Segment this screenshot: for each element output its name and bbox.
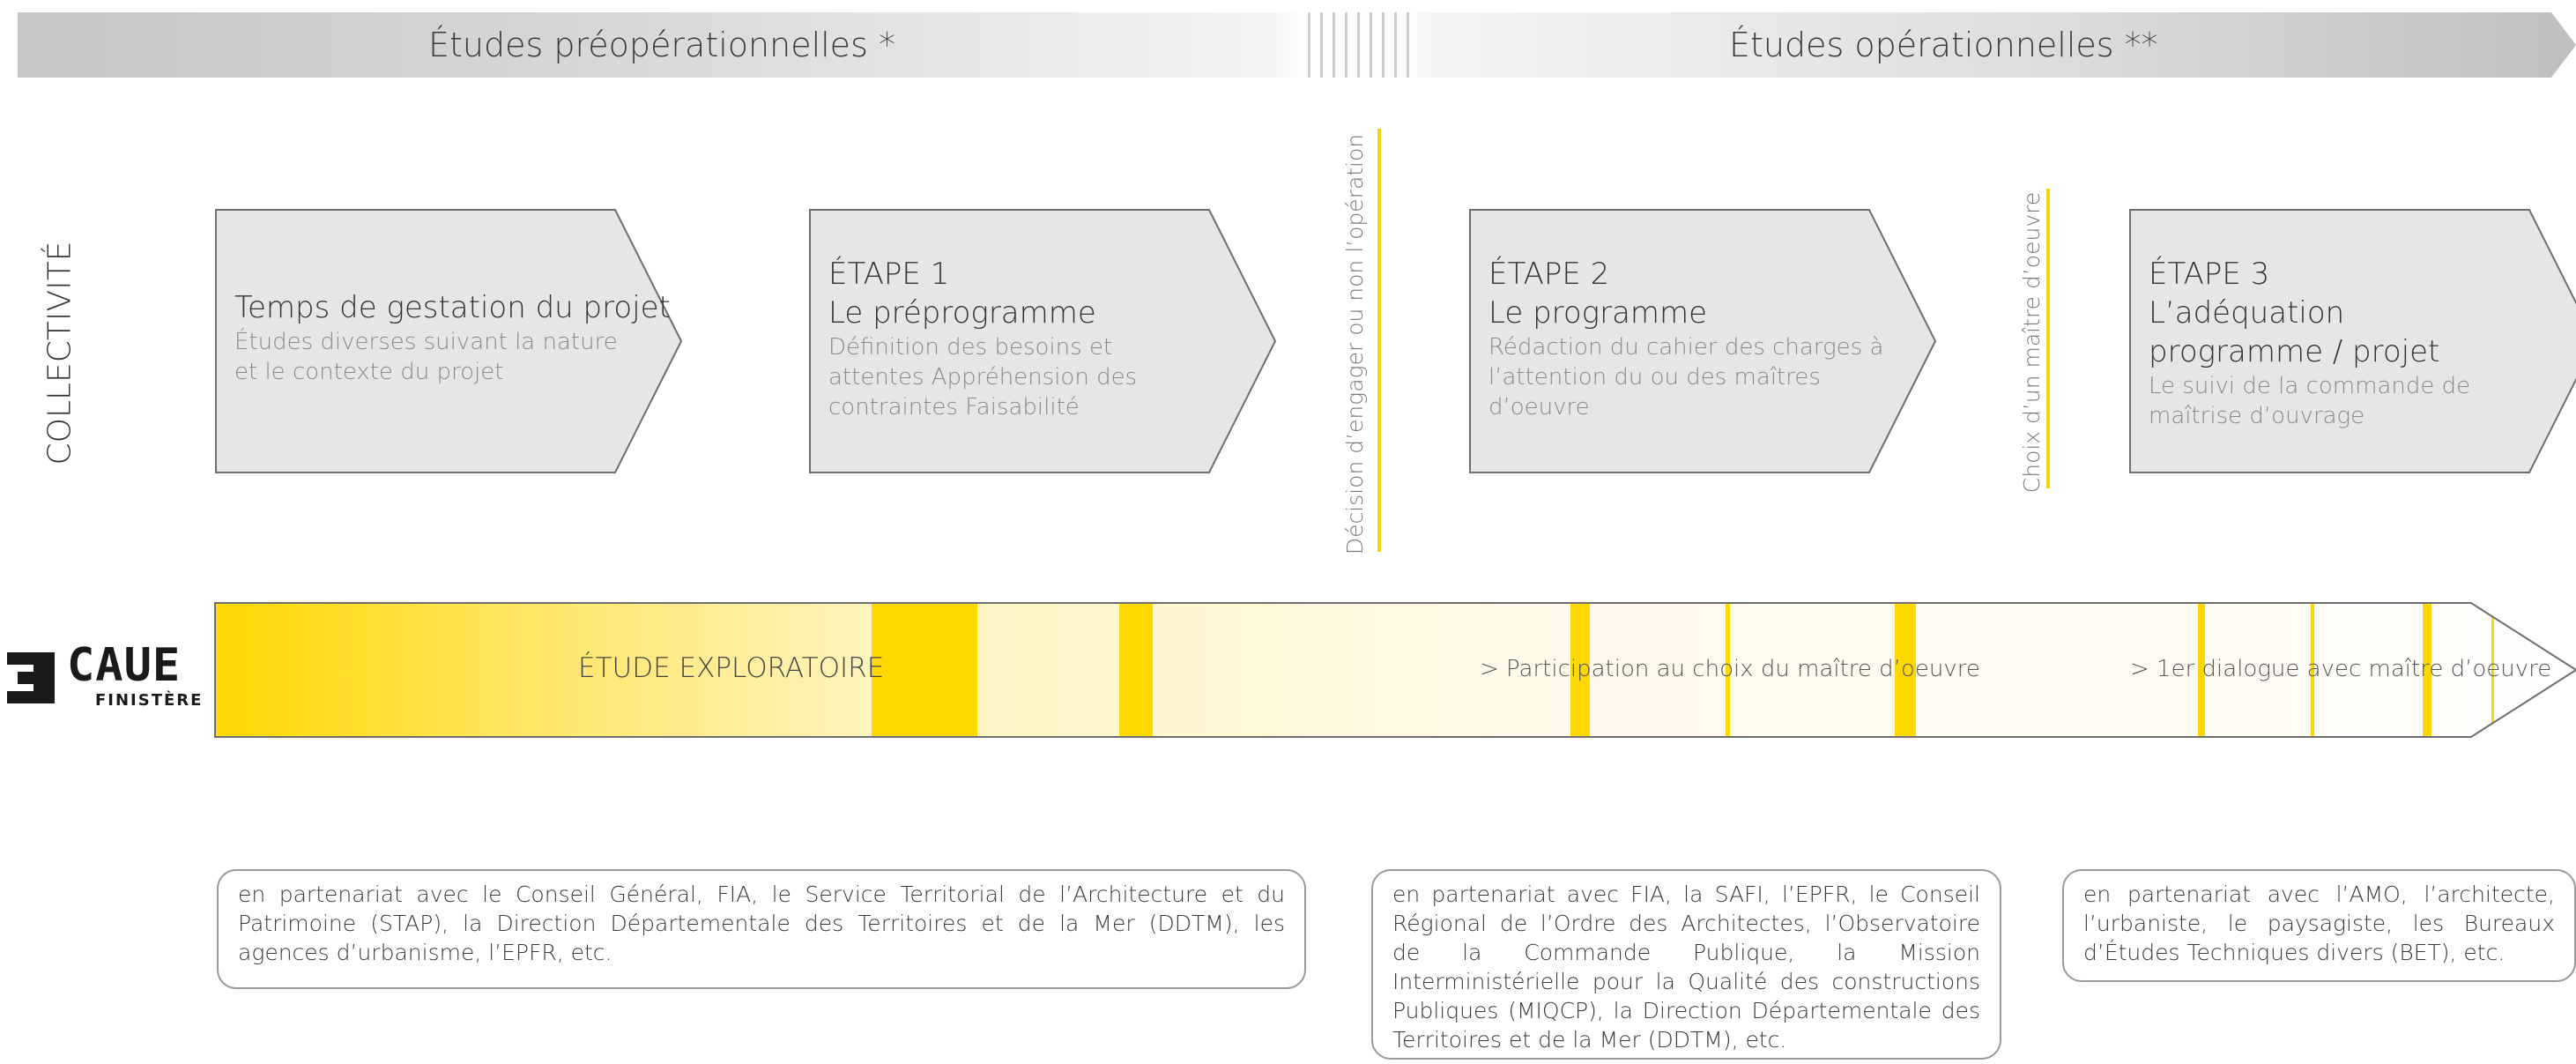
decision-line-engager bbox=[1377, 129, 1381, 552]
step-subheading: Le programme bbox=[1488, 295, 1708, 331]
band-marker bbox=[1726, 603, 1730, 737]
progress-band-shape bbox=[214, 602, 2576, 738]
step-description: Définition des besoins et attentes Appré… bbox=[828, 334, 1138, 420]
step-arrow-shape bbox=[2129, 209, 2576, 473]
step-heading: ÉTAPE 3 bbox=[2149, 257, 2270, 292]
band-marker bbox=[2423, 603, 2431, 737]
caue-emblem-icon bbox=[7, 652, 55, 703]
step-box-gestation: Temps de gestation du projet Études dive… bbox=[215, 209, 683, 473]
step-description: Rédaction du cahier des charges à l’atte… bbox=[1488, 334, 1884, 420]
step-subheading: Le préprogramme bbox=[828, 295, 1096, 331]
band-label-dialogue: > 1er dialogue avec maître d’oeuvre bbox=[2130, 656, 2552, 682]
decision-line-maitre bbox=[2046, 189, 2050, 488]
decision-label-text: Décision d’engager ou non l’opération bbox=[1342, 133, 1369, 554]
step-box-etape-2: ÉTAPE 2 Le programme Rédaction du cahier… bbox=[1469, 209, 1937, 473]
partner-box-preoperational: en partenariat avec le Conseil Général, … bbox=[217, 869, 1306, 989]
step-heading: ÉTAPE 2 bbox=[1488, 257, 1610, 292]
step-arrow-shape bbox=[215, 209, 683, 473]
step-text: ÉTAPE 1 Le préprogramme Définition des b… bbox=[828, 255, 1241, 422]
step-text: ÉTAPE 2 Le programme Rédaction du cahier… bbox=[1488, 255, 1901, 422]
band-marker bbox=[2198, 603, 2205, 737]
step-text: Temps de gestation du projet Études dive… bbox=[234, 288, 671, 387]
step-description: Études diverses suivant la nature et le … bbox=[234, 329, 618, 385]
step-subheading: programme / projet bbox=[2149, 334, 2440, 369]
decision-label-maitre: Choix d’un maître d’oeuvre bbox=[1999, 185, 2066, 499]
band-marker bbox=[1570, 603, 1590, 737]
step-description: Le suivi de la commande de maîtrise d’ou… bbox=[2149, 373, 2471, 429]
band-label-exploratoire: ÉTUDE EXPLORATOIRE bbox=[578, 652, 885, 684]
header-bar bbox=[18, 12, 2576, 78]
row-label-text: COLLECTIVITÉ bbox=[41, 240, 78, 465]
step-box-etape-3: ÉTAPE 3 L’adéquation programme / projet … bbox=[2129, 209, 2576, 473]
decision-label-text: Choix d’un maître d’oeuvre bbox=[2019, 191, 2045, 493]
caue-logo-name: CAUE bbox=[67, 639, 182, 692]
step-box-etape-1: ÉTAPE 1 Le préprogramme Définition des b… bbox=[809, 209, 1277, 473]
step-arrow-shape bbox=[809, 209, 1277, 473]
header-title-preoperational: Études préopérationnelles * bbox=[428, 26, 895, 64]
step-arrow-shape bbox=[1469, 209, 1937, 473]
step-text: ÉTAPE 3 L’adéquation programme / projet … bbox=[2149, 255, 2567, 431]
header-title-operational: Études opérationnelles ** bbox=[1729, 26, 2158, 64]
step-heading: ÉTAPE 1 bbox=[828, 257, 950, 292]
partner-box-programme: en partenariat avec FIA, la SAFI, l’EPFR… bbox=[1371, 869, 2001, 1060]
band-marker bbox=[2311, 603, 2314, 737]
band-marker bbox=[1119, 603, 1153, 737]
row-label-collectivite: COLLECTIVITÉ bbox=[16, 220, 104, 485]
caue-logo-sub: FINISTÈRE bbox=[95, 691, 204, 710]
band-marker bbox=[1895, 603, 1916, 737]
band-label-participation: > Participation au choix du maître d’oeu… bbox=[1480, 656, 1980, 682]
step-heading: Temps de gestation du projet bbox=[234, 290, 671, 325]
header-divider bbox=[1308, 12, 1417, 78]
progress-band: ÉTUDE EXPLORATOIRE > Participation au ch… bbox=[214, 602, 2576, 738]
caue-logo: CAUE FINISTÈRE bbox=[0, 639, 212, 716]
step-subheading: L’adéquation bbox=[2149, 295, 2345, 331]
band-marker bbox=[872, 603, 977, 737]
partner-box-projet: en partenariat avec l’AMO, l’architecte,… bbox=[2062, 869, 2576, 982]
band-marker bbox=[2491, 603, 2494, 737]
